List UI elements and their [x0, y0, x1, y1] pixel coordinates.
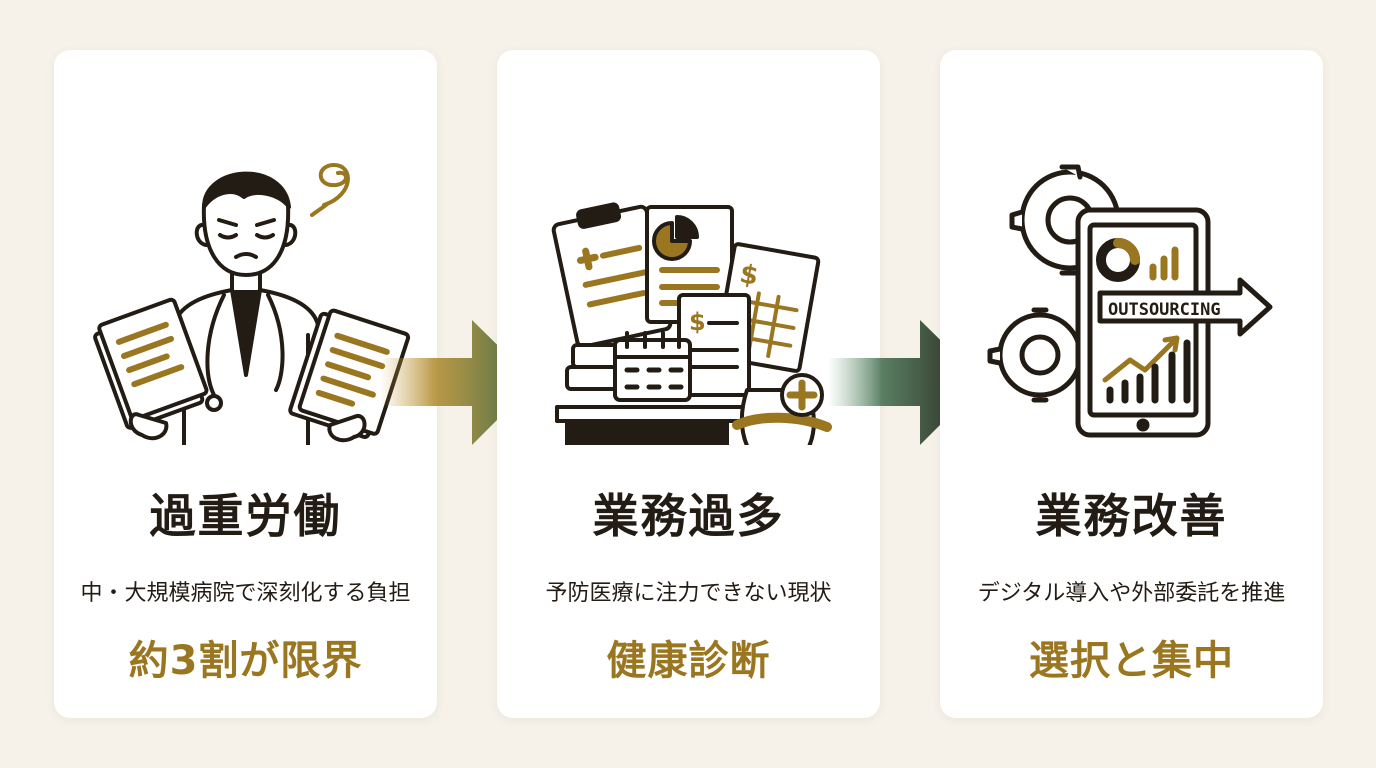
card-subtitle: 中・大規模病院で深刻化する負担	[80, 581, 411, 606]
card-subtitle: デジタル導入や外部委託を推進	[977, 581, 1286, 606]
card-highlight: 健康診断	[606, 638, 771, 684]
tablet-outsourcing-gears-icon: OUTSOURCING	[987, 164, 1273, 438]
svg-text:$: $	[689, 308, 706, 336]
arrow-right-icon	[380, 320, 535, 445]
card-workload: $ $ 業務過多 予防医療に注力できない現状 健	[497, 50, 880, 718]
outsourcing-label: OUTSOURCING	[1108, 300, 1221, 320]
card-title: 業務改善	[1035, 489, 1228, 543]
paperwork-pile-health-check-icon: $ $	[551, 202, 832, 445]
card-overwork: 過重労働 中・大規模病院で深刻化する負担 約3割が限界	[54, 50, 437, 718]
card-improvement: OUTSOURCING 業務改善 デジタル導入や外部委託を推進 選択と集中	[940, 50, 1323, 718]
card-highlight: 選択と集中	[1029, 638, 1234, 684]
card-highlight: 約3割が限界	[128, 638, 363, 684]
gear-icon	[987, 307, 1093, 403]
card-title: 過重労働	[149, 489, 342, 543]
card-subtitle: 予防医療に注力できない現状	[545, 581, 832, 606]
svg-text:$: $	[737, 259, 760, 292]
card-title: 業務過多	[592, 489, 785, 543]
